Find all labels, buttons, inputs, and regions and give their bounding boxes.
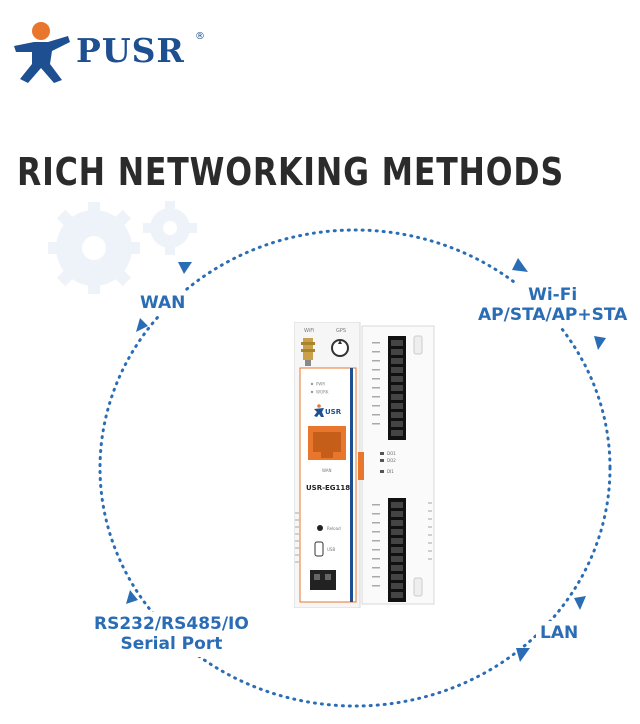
page-heading: RICH NETWORKING METHODS xyxy=(17,150,564,194)
status-pwr: PWR xyxy=(316,382,325,387)
lower-terminal-block xyxy=(388,498,406,602)
arrow-right-upper-icon xyxy=(594,336,606,350)
arrow-right-lower-icon xyxy=(574,596,586,610)
device-logo-text: USR xyxy=(325,408,342,416)
device-model: USR-EG118 xyxy=(306,484,350,492)
usb-label: USB xyxy=(327,547,335,552)
rj45-port-icon xyxy=(308,426,346,460)
do2-label: DO2 xyxy=(387,458,396,463)
reload-button-icon xyxy=(317,525,323,531)
registered-mark: ® xyxy=(195,31,205,42)
arrow-top-left-icon xyxy=(178,262,192,274)
antenna-connector-icon xyxy=(301,338,315,366)
wifi-label: Wi-Fi AP/STA/AP+STA xyxy=(474,283,632,328)
wifi-label-line1: Wi-Fi xyxy=(528,285,578,305)
pusr-person-icon xyxy=(14,22,70,83)
arrow-bottom-right-icon xyxy=(516,648,530,662)
wan-label: WAN xyxy=(136,291,190,316)
serial-label-line2: Serial Port xyxy=(120,634,223,655)
power-terminal-icon xyxy=(310,570,336,590)
brand-name: PUSR xyxy=(76,31,185,70)
pusr-logo: PUSR ® xyxy=(10,20,220,84)
usr-eg118-device: WiFi GPS PWR WORK USR WAN USR-EG118 Relo… xyxy=(294,322,435,608)
lan-label-text: LAN xyxy=(540,623,579,643)
arrow-top-right-icon xyxy=(512,258,528,272)
status-work: WORK xyxy=(316,390,329,395)
do1-label: DO1 xyxy=(387,451,396,456)
usb-port-icon xyxy=(314,541,324,557)
upper-terminal-block xyxy=(388,336,406,440)
arrow-left-upper-icon xyxy=(136,318,148,332)
wifi-label-line2: AP/STA/AP+STA xyxy=(478,305,628,326)
lan-label: LAN xyxy=(536,621,583,646)
serial-port-label: RS232/RS485/IO Serial Port xyxy=(90,612,253,657)
wan-label-text: WAN xyxy=(140,293,186,313)
reload-label: Reload xyxy=(327,526,341,531)
arrow-left-lower-icon xyxy=(126,590,138,604)
device-logo: USR xyxy=(314,404,342,417)
wan-port-label: WAN xyxy=(322,468,331,473)
gears-decoration-icon xyxy=(48,201,197,294)
gps-port-label: GPS xyxy=(336,328,346,334)
di1-label: DI1 xyxy=(387,469,394,474)
serial-label-line1: RS232/RS485/IO xyxy=(94,614,249,634)
wifi-port-label: WiFi xyxy=(304,328,314,334)
gps-connector-icon xyxy=(331,339,349,357)
